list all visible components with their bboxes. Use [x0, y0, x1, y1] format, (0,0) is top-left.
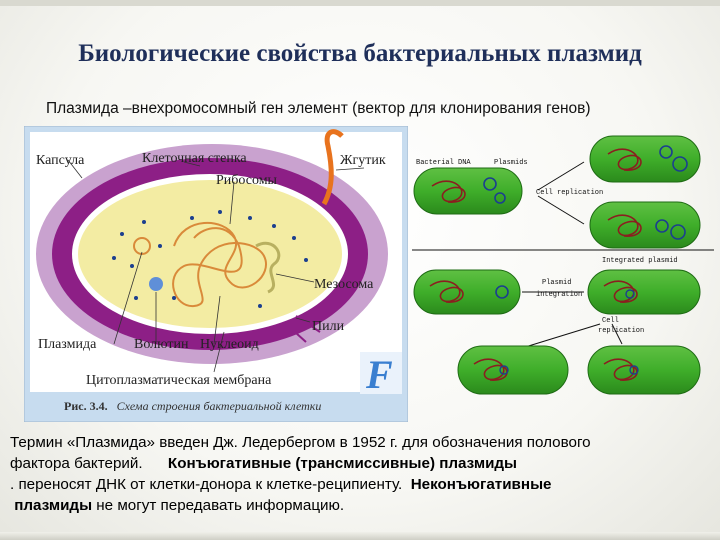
- cytoplasm: [78, 180, 342, 328]
- plasmid-replication-diagram: Bacterial DNA Plasmids Cell replication …: [412, 134, 714, 398]
- body-line-1: Термин «Плазмида» введен Дж. Ледербергом…: [10, 432, 716, 453]
- label-flagellum: Жгутик: [340, 153, 386, 168]
- label-plasmid-integration-1: Plasmid: [542, 279, 571, 287]
- volutin-granule: [149, 277, 163, 291]
- label-mesosome: Мезосома: [314, 277, 374, 292]
- label-nucleoid: Нуклеоид: [200, 337, 259, 352]
- label-pili: Пили: [312, 319, 345, 334]
- label-plasmids: Plasmids: [494, 159, 528, 167]
- caption-number: Рис. 3.4.: [64, 399, 108, 413]
- slide-title: Биологические свойства бактериальных пла…: [0, 40, 720, 68]
- label-ribosomes: Рибосомы: [216, 173, 278, 188]
- logo-badge: F: [360, 352, 402, 397]
- slide-subtitle: Плазмида –внехромосомный ген элемент (ве…: [46, 100, 591, 118]
- cell-top-daughter-2: [590, 202, 700, 248]
- label-volutin: Волютин: [134, 337, 189, 352]
- cell-bottom-left: [458, 346, 568, 394]
- label-cell-replication-2b: replication: [598, 327, 644, 335]
- body-line-4: плазмиды не могут передавать информацию.: [10, 495, 716, 516]
- label-plasmid: Плазмида: [38, 337, 97, 352]
- label-integrated-plasmid: Integrated plasmid: [602, 257, 678, 265]
- cell-top-original: [414, 168, 522, 214]
- figure-caption: Рис. 3.4. Схема строения бактериальной к…: [64, 399, 321, 413]
- label-bacterial-dna: Bacterial DNA: [416, 159, 471, 167]
- body-text: Термин «Плазмида» введен Дж. Ледербергом…: [10, 432, 716, 516]
- cell-top-daughter-1: [590, 136, 700, 182]
- arrow-up: [538, 162, 584, 190]
- label-plasmid-integration-2: integration: [536, 291, 582, 299]
- label-capsule: Капсула: [36, 153, 85, 168]
- body-line-3: . переносят ДНК от клетки-донора к клетк…: [10, 474, 716, 495]
- cell-bottom-right: [588, 346, 700, 394]
- caption-text: Схема строения бактериальной клетки: [117, 399, 322, 413]
- body-line-2: фактора бактерий. Конъюгативные (трансми…: [10, 453, 716, 474]
- label-cytoplasmic-membrane: Цитоплазматическая мембрана: [86, 373, 272, 388]
- label-cell-replication-1: Cell replication: [536, 189, 603, 197]
- label-cell-replication-2a: Cell: [602, 317, 619, 325]
- logo-letter: F: [365, 352, 393, 397]
- arrow-left: [522, 324, 600, 348]
- cell-middle-right: [588, 270, 700, 314]
- top-border: [0, 0, 720, 6]
- cell-middle-left: [414, 270, 520, 314]
- arrow-down: [538, 196, 584, 224]
- label-cell-wall: Клеточная стенка: [142, 151, 247, 166]
- bottom-border: [0, 532, 720, 540]
- bacterial-cell-diagram: Капсула Клеточная стенка Жгутик Рибосомы…: [24, 126, 408, 422]
